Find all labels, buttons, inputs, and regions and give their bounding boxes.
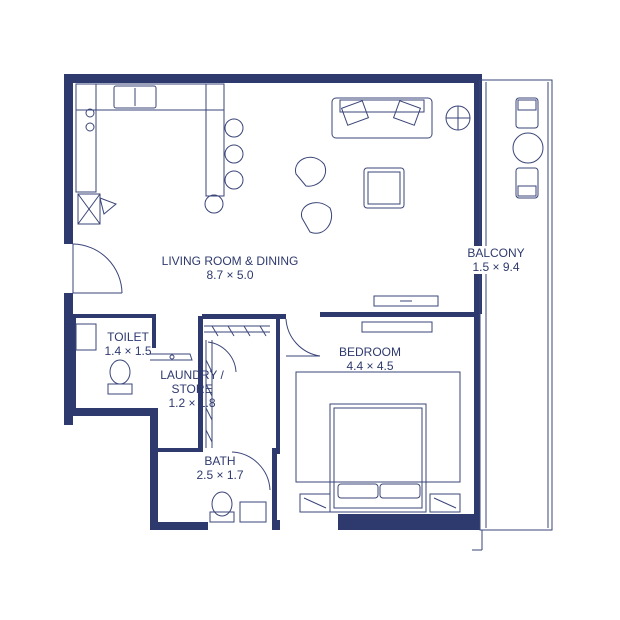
living-size: 8.7 × 5.0: [206, 268, 254, 282]
room-label-bath: BATH 2.5 × 1.7: [196, 454, 243, 482]
room-label-toilet: TOILET 1.4 × 1.5: [104, 330, 151, 358]
kitchen: [75, 83, 244, 225]
toilet-size: 1.4 × 1.5: [104, 344, 152, 358]
inner-walls: [72, 312, 480, 522]
laundry-size: 1.2 × 1.8: [168, 396, 216, 410]
living-furniture: [295, 97, 471, 234]
room-label-laundry: LAUNDRY / STORE 1.2 × 1.8: [160, 368, 224, 410]
toilet-name: TOILET: [107, 330, 149, 344]
balcony-furniture: [512, 97, 544, 199]
balcony-name: BALCONY: [467, 246, 525, 260]
balcony-size: 1.5 × 9.4: [472, 260, 520, 274]
bedroom-size: 4.4 × 4.5: [346, 359, 394, 373]
room-label-balcony: BALCONY 1.5 × 9.4: [465, 246, 527, 274]
entrance-door: [72, 243, 123, 294]
bedroom-furniture: [295, 371, 461, 513]
bath-name: BATH: [204, 454, 236, 468]
balcony-outline: [472, 79, 553, 551]
laundry-name-1: LAUNDRY /: [160, 368, 224, 382]
bath-fixtures: [209, 451, 271, 523]
room-label-bedroom: BEDROOM 4.4 × 4.5: [339, 345, 401, 373]
room-label-living: LIVING ROOM & DINING 8.7 × 5.0: [162, 254, 299, 282]
living-name: LIVING ROOM & DINING: [161, 254, 299, 268]
bath-size: 2.5 × 1.7: [196, 468, 244, 482]
bedroom-name: BEDROOM: [338, 345, 402, 359]
laundry-name-2: STORE: [171, 382, 213, 396]
outer-walls: [64, 74, 482, 530]
toilet-fixtures: [75, 323, 133, 395]
laundry-fixtures: [150, 325, 270, 448]
